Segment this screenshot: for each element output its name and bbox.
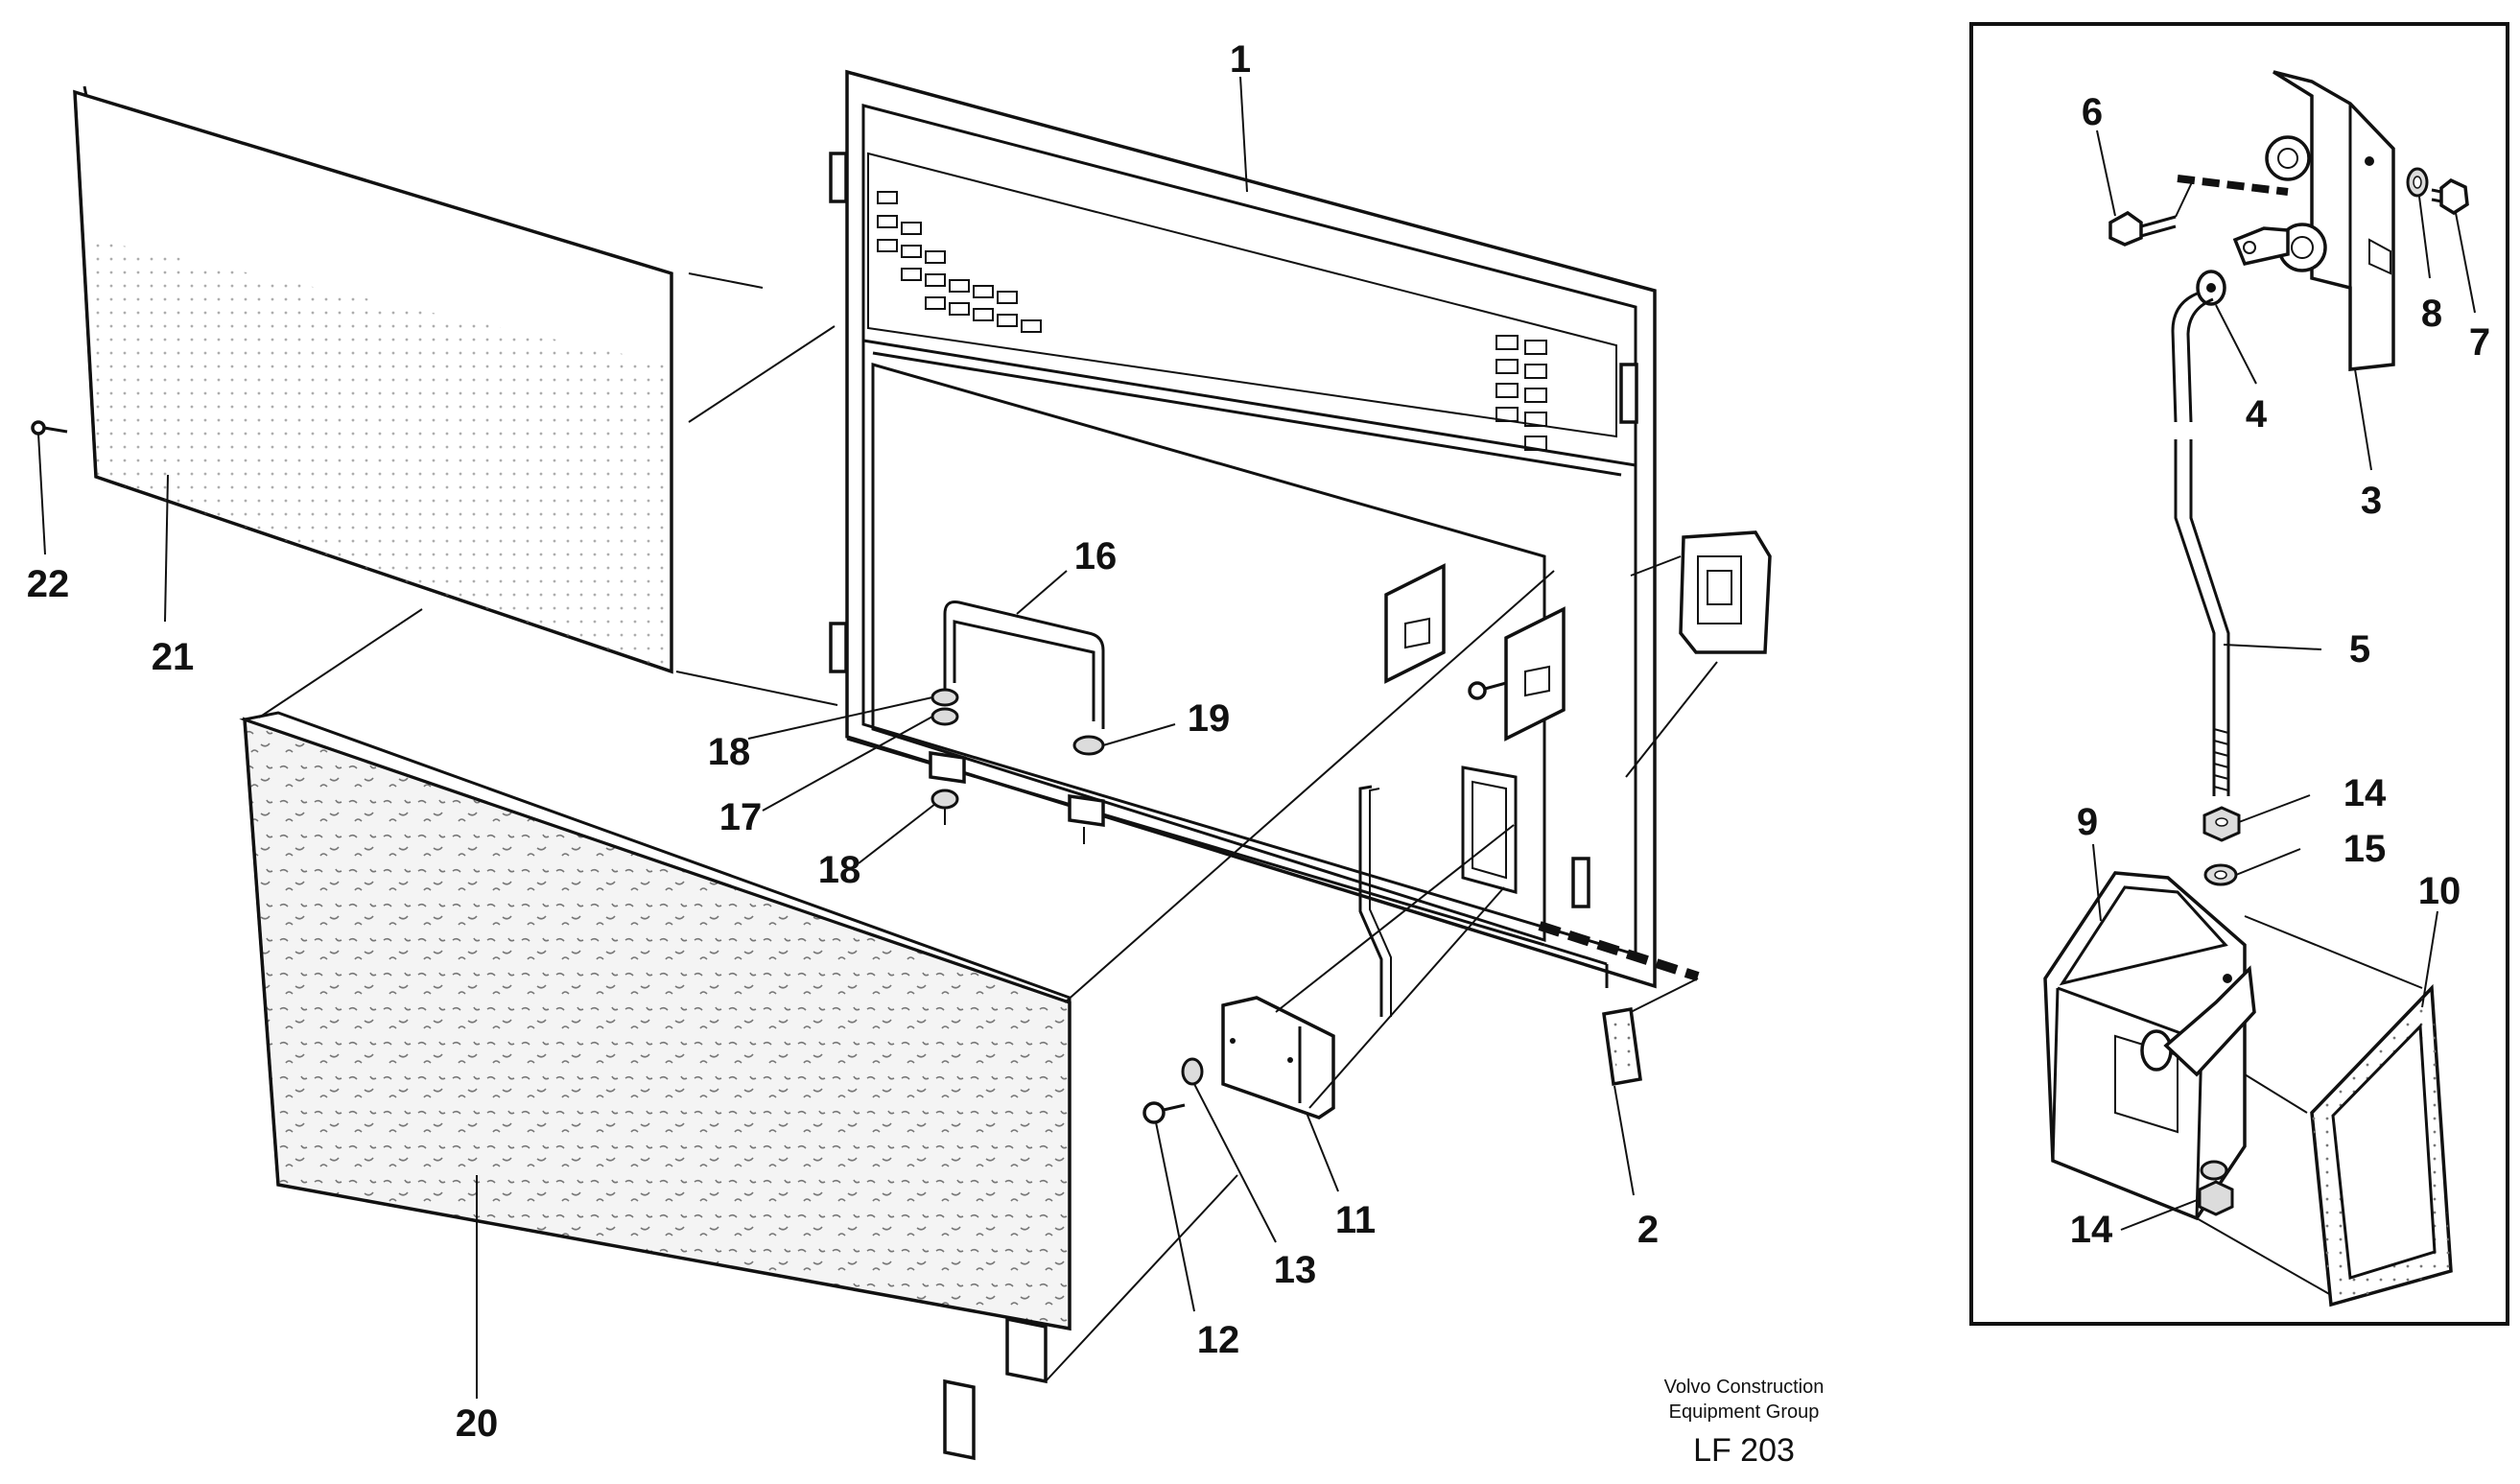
- main-frame-1: [829, 69, 1657, 989]
- rod: [1358, 785, 1392, 1017]
- detail-inset-frame: [1969, 22, 2509, 1326]
- block-2: [1602, 1006, 1642, 1087]
- washer-13: [1181, 1057, 1204, 1086]
- bolt-12: [1142, 1101, 1186, 1124]
- callout-17: 17: [719, 796, 763, 838]
- callout-12: 12: [1197, 1319, 1240, 1361]
- callout-14-bottom: 14: [2070, 1209, 2113, 1251]
- callout-18-bottom: 18: [818, 849, 861, 891]
- callout-5: 5: [2349, 628, 2370, 671]
- roller-upper: [2265, 135, 2311, 181]
- handle-seat-left: [929, 750, 966, 785]
- insulation-panel-20: [239, 711, 1072, 1461]
- footer-company-line2: Equipment Group: [1669, 1402, 1820, 1423]
- bolt-7: [2431, 177, 2469, 216]
- handle-16: [943, 601, 1105, 729]
- rod-5: [2171, 291, 2230, 796]
- callout-19: 19: [1188, 697, 1231, 740]
- nut-14-top: [2202, 806, 2241, 842]
- callout-6: 6: [2082, 91, 2103, 133]
- callout-labels: 1 2 3 4 5 6 7 8 9 10 11 12 13 14 14 15 1…: [27, 38, 2490, 1445]
- footer: Volvo Construction Equipment Group LF 20…: [1664, 1377, 1825, 1469]
- small-screw: [1468, 681, 1507, 700]
- bolt-6: [2108, 175, 2289, 247]
- nut-14-bottom: [2198, 1160, 2234, 1216]
- callout-10: 10: [2418, 870, 2461, 912]
- callout-16: 16: [1074, 535, 1118, 577]
- leader-lines: [37, 76, 2476, 1399]
- washer-8: [2406, 167, 2429, 198]
- callout-7: 7: [2469, 321, 2490, 364]
- footer-company-line1: Volvo Construction: [1664, 1377, 1825, 1398]
- lock-housing-9: [2043, 871, 2256, 1221]
- washer-17: [930, 707, 959, 726]
- callout-2: 2: [1637, 1209, 1659, 1251]
- lock-housing-small: [1679, 530, 1772, 654]
- callout-13: 13: [1274, 1249, 1317, 1291]
- callout-14-top: 14: [2343, 772, 2387, 814]
- ball-joint-4: [2196, 270, 2226, 306]
- callout-20: 20: [456, 1402, 499, 1445]
- hinge-bracket-right: [1504, 606, 1566, 742]
- callout-3: 3: [2361, 480, 2382, 522]
- washer-15: [2203, 863, 2238, 886]
- footer-drawing-code: LF 203: [1693, 1432, 1795, 1469]
- washer-18-bottom: [930, 789, 959, 825]
- roller-lower: [2277, 223, 2327, 272]
- guide-lines: [258, 272, 1718, 1382]
- lever: [2232, 226, 2290, 267]
- washer-18-top: [930, 688, 959, 707]
- screw-22: [31, 420, 68, 436]
- callout-9: 9: [2077, 801, 2098, 843]
- callout-8: 8: [2421, 293, 2442, 335]
- vent-grid-left: [877, 191, 1042, 333]
- callout-15: 15: [2343, 828, 2387, 870]
- callout-11: 11: [1335, 1199, 1376, 1241]
- callout-18-top: 18: [708, 731, 751, 773]
- handle-seat-right: [1068, 793, 1105, 844]
- callout-22: 22: [27, 563, 70, 605]
- gasket-10: [2310, 983, 2453, 1307]
- hinge-bracket-left: [1384, 563, 1446, 684]
- bracket-plate-3: [2273, 70, 2395, 371]
- inset-guide-lines: [2196, 915, 2423, 1296]
- latch-bracket-11: [1221, 996, 1335, 1119]
- vent-grid-right: [1496, 335, 1547, 451]
- callout-21: 21: [152, 636, 195, 678]
- washer-19: [1072, 735, 1105, 756]
- callout-1: 1: [1230, 38, 1251, 81]
- cover-panel-21: [73, 85, 673, 674]
- callout-4: 4: [2246, 393, 2268, 436]
